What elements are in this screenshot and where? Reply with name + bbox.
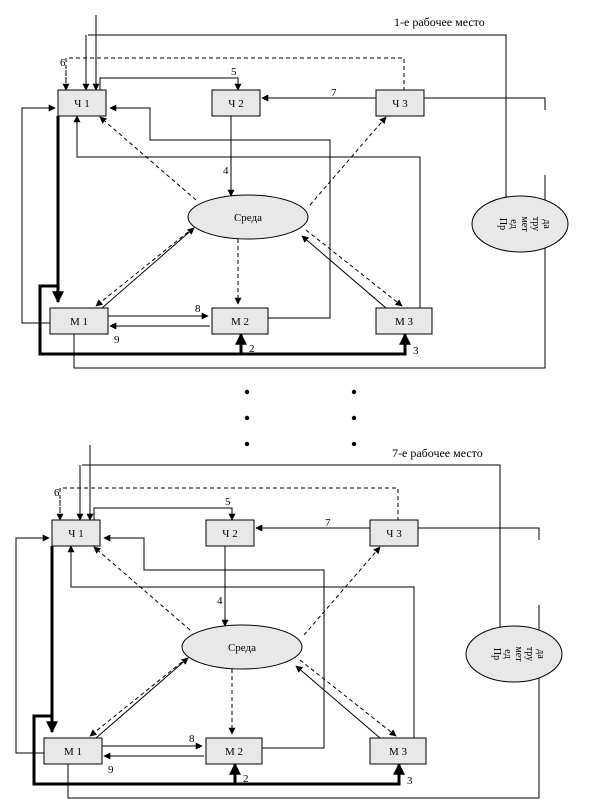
- edge-number-6: 6: [54, 487, 60, 499]
- edge-number-9: 9: [114, 334, 120, 346]
- subject-line-2: ед: [502, 649, 513, 658]
- node-ch3: Ч 3: [386, 528, 402, 540]
- node-m1: М 1: [64, 746, 82, 758]
- subject-line-4: тру: [524, 647, 535, 661]
- subject-line-1: Пр: [491, 648, 502, 660]
- edge-number-5: 5: [225, 496, 231, 508]
- edge-number-5: 5: [231, 66, 237, 78]
- subject-line-5: да: [535, 649, 546, 659]
- workplace-section-1: 1-е рабочее место Ч 1 Ч 2 Ч 3 М 1 М 2 М …: [22, 15, 568, 368]
- subject-line-3: мет: [513, 646, 524, 662]
- node-m3: М 3: [389, 746, 408, 758]
- node-m2: М 2: [225, 746, 243, 758]
- subject-of-labor: Пр ед мет тру да: [491, 646, 546, 662]
- subject-line-3: мет: [519, 216, 530, 232]
- workplace-section-7: 7-е рабочее место Ч 1 Ч 2 Ч 3 М 1 М 2 М …: [16, 445, 562, 798]
- ellipsis-dot: [244, 441, 250, 447]
- edge-number-8: 8: [195, 303, 201, 315]
- edge-number-9: 9: [108, 764, 114, 776]
- edge-number-7: 7: [331, 87, 337, 99]
- edge-number-2: 2: [243, 773, 249, 785]
- edge-number-4: 4: [223, 165, 229, 177]
- ellipsis-dot: [244, 389, 250, 395]
- node-ch1: Ч 1: [74, 98, 89, 110]
- workplace-title: 7-е рабочее место: [392, 446, 483, 460]
- node-environment: Среда: [234, 212, 262, 224]
- node-ch3: Ч 3: [392, 98, 408, 110]
- subject-line-5: да: [541, 219, 552, 229]
- ellipsis-dot: [351, 415, 357, 421]
- ellipsis-dot: [244, 415, 250, 421]
- edge-number-3: 3: [413, 345, 419, 357]
- ellipsis-dots: [244, 389, 357, 447]
- node-ch1: Ч 1: [68, 528, 83, 540]
- workplace-title: 1-е рабочее место: [394, 15, 485, 29]
- subject-line-1: Пр: [497, 218, 508, 230]
- subject-line-2: ед: [508, 219, 519, 228]
- edge-number-3: 3: [407, 775, 413, 787]
- ellipsis-dot: [351, 441, 357, 447]
- subject-line-4: тру: [530, 217, 541, 231]
- node-m3: М 3: [395, 316, 414, 328]
- node-m1: М 1: [70, 316, 88, 328]
- edge-number-6: 6: [60, 57, 66, 69]
- node-m2: М 2: [231, 316, 249, 328]
- edge-number-7: 7: [325, 517, 331, 529]
- edge-number-2: 2: [249, 343, 255, 355]
- subject-of-labor: Пр ед мет тру да: [497, 216, 552, 232]
- edge-number-4: 4: [217, 595, 223, 607]
- node-ch2: Ч 2: [222, 528, 237, 540]
- node-ch2: Ч 2: [228, 98, 243, 110]
- node-environment: Среда: [228, 642, 256, 654]
- edge-number-8: 8: [189, 733, 195, 745]
- ellipsis-dot: [351, 389, 357, 395]
